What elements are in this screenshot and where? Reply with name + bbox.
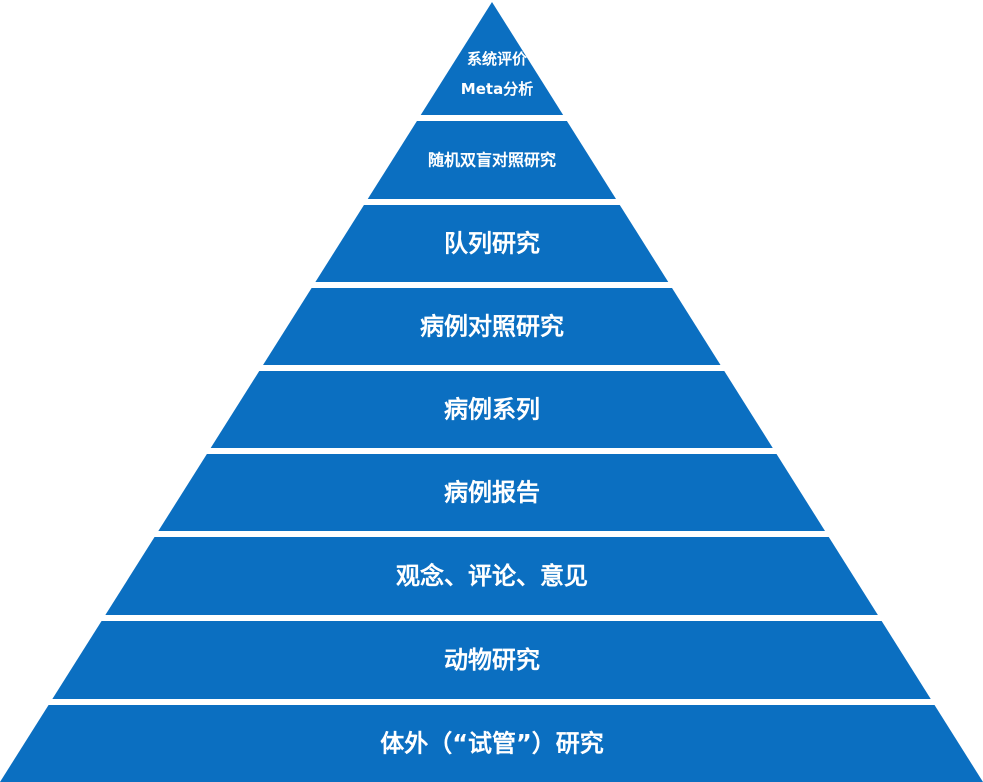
tier-shape	[105, 537, 878, 615]
pyramid-tier-7: 观念、评论、意见	[105, 537, 878, 615]
tier-shape	[52, 621, 931, 699]
tier-shape	[420, 2, 564, 115]
pyramid-tier-2: 随机双盲对照研究	[367, 121, 617, 199]
tier-shape	[367, 121, 617, 199]
tier-label: 病例系列	[444, 396, 540, 424]
tier-label: 系统评价	[467, 50, 528, 68]
pyramid-tier-5: 病例系列	[210, 371, 773, 448]
tier-label: Meta分析	[461, 80, 533, 98]
pyramid-tier-9: 体外（“试管”）研究	[0, 705, 983, 782]
tier-shape	[315, 205, 669, 282]
pyramid-tier-4: 病例对照研究	[263, 288, 721, 365]
tier-label: 病例对照研究	[420, 313, 564, 341]
tier-shape	[210, 371, 773, 448]
pyramid-tier-3: 队列研究	[315, 205, 669, 282]
pyramid-tier-1: 系统评价 Meta分析	[420, 2, 564, 115]
tier-label: 体外（“试管”）研究	[380, 730, 604, 758]
tier-shape	[263, 288, 721, 365]
pyramid-tier-8: 动物研究	[52, 621, 931, 699]
tier-label: 随机双盲对照研究	[428, 151, 556, 170]
tier-label: 观念、评论、意见	[396, 562, 588, 590]
tier-label: 病例报告	[444, 479, 540, 507]
pyramid-tier-6: 病例报告	[158, 454, 825, 531]
tier-shape	[158, 454, 825, 531]
tier-label: 队列研究	[444, 230, 540, 258]
tier-label: 动物研究	[444, 646, 540, 674]
tier-shape	[0, 705, 983, 782]
